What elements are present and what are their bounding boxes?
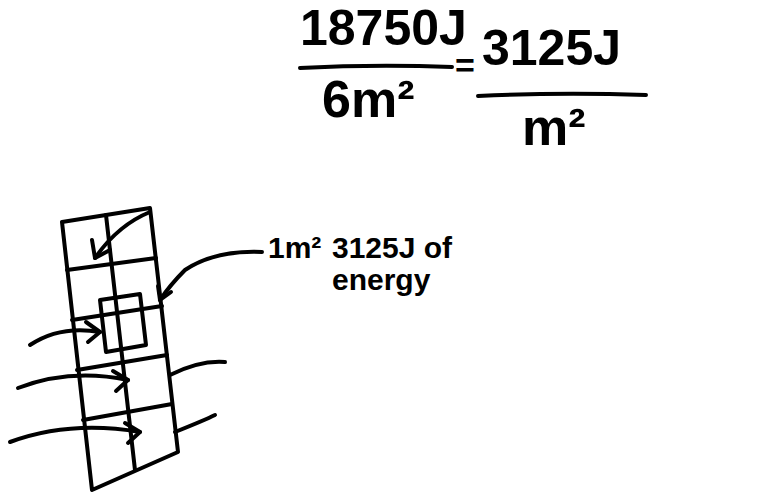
panel-grid — [72, 306, 162, 320]
arrowhead — [113, 371, 128, 391]
numerator: 18750J — [300, 2, 467, 55]
denominator: m² — [522, 100, 586, 155]
fraction-bar — [478, 94, 646, 96]
panel-grid — [83, 404, 172, 420]
area-label: 1m² — [268, 232, 321, 264]
equals-sign: = — [455, 48, 475, 84]
panel-outline — [62, 208, 178, 490]
energy-arrow — [170, 362, 225, 375]
energy-arrow — [175, 415, 215, 432]
energy-arrow — [95, 212, 150, 258]
arrowhead — [125, 423, 140, 443]
panel-grid — [77, 355, 167, 370]
arrowhead — [92, 240, 110, 258]
energy-arrow — [10, 428, 140, 442]
panel-cell — [100, 294, 146, 352]
panel-grid — [67, 258, 156, 270]
energy-note: 3125J of energy — [332, 232, 502, 295]
fraction-bar — [300, 66, 452, 68]
arrowhead — [158, 286, 171, 300]
arrowhead — [86, 322, 100, 342]
leader-line — [160, 252, 262, 300]
numerator: 3125J — [482, 22, 621, 75]
denominator: 6m² — [322, 72, 414, 127]
energy-arrow — [18, 376, 128, 389]
